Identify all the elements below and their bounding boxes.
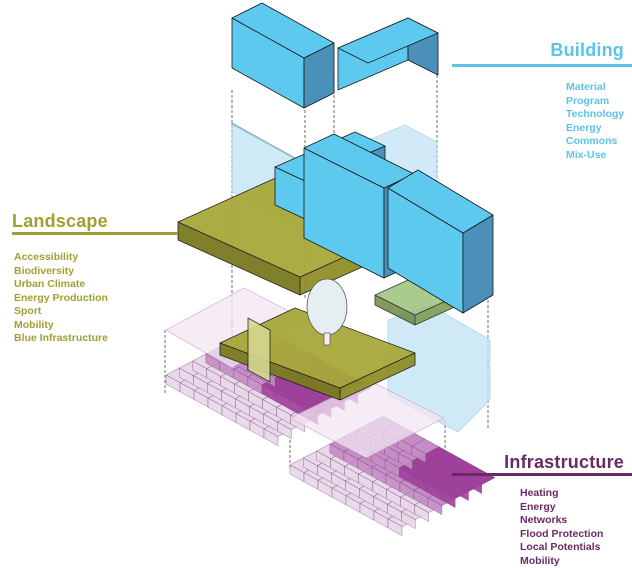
infrastructure-grid-right-cell-side (467, 476, 482, 494)
building-block-top-left-top (231, 2, 335, 59)
infrastructure-grid-right-cell-side (414, 504, 429, 522)
landscape-slab-lower-top (219, 307, 416, 389)
infrastructure-item: Local Potentials (520, 541, 601, 553)
building-item: Program (566, 94, 610, 107)
infrastructure-grid-right-cell-side (454, 483, 469, 501)
building-block-right-top (387, 169, 494, 234)
building-divider (452, 64, 632, 67)
landscape-item: Urban Climate (14, 278, 86, 290)
building-item: Commons (566, 135, 618, 147)
landscape-divider (12, 232, 178, 235)
landscape-list: Accessibility Biodiversity Urban Climate… (14, 251, 108, 346)
infrastructure-item: Mobility (520, 554, 560, 567)
infrastructure-grid-right-cell-side (441, 490, 456, 508)
infrastructure-item: Flood Protection (520, 527, 604, 540)
landscape-item: Biodiversity (14, 264, 75, 277)
landscape-item: Energy Production (14, 291, 108, 304)
building-block-top-left (231, 2, 335, 109)
infrastructure-heading: Infrastructure (504, 452, 624, 472)
building-list: Material Program Technology Energy Commo… (566, 81, 624, 162)
building-heading: Building (550, 40, 624, 60)
landscape-wall (247, 317, 271, 383)
building-block-top-right-top (337, 17, 439, 64)
landscape-item: Accessibility (14, 251, 79, 263)
infrastructure-item: Networks (520, 514, 568, 526)
infrastructure-grid-right-cell-side (387, 518, 403, 536)
building-block-right (387, 169, 494, 314)
infrastructure-list: Heating Energy Networks Flood Protection… (520, 487, 603, 568)
infrastructure-grid-right-cell-side (401, 511, 416, 529)
infrastructure-item: Heating (520, 487, 559, 499)
building-item: Energy (566, 121, 602, 134)
landscape-item: Mobility (14, 318, 54, 331)
building-block-top-right (337, 17, 439, 91)
landscape-item: Blue Infrastructure (14, 332, 108, 344)
landscape-item: Sport (14, 305, 42, 317)
tree-icon (306, 278, 348, 336)
infrastructure-grid-right-cell-side (427, 497, 443, 515)
infrastructure-divider (452, 473, 632, 476)
infrastructure-grid-left-cell-side (277, 421, 292, 439)
building-item: Mix-Use (566, 148, 607, 161)
building-layer (231, 2, 494, 314)
building-item: Technology (566, 108, 625, 120)
tree-trunk-icon (323, 332, 331, 346)
landscape-heading: Landscape (12, 211, 108, 231)
building-item: Material (566, 81, 606, 93)
infrastructure-grid-left-cell-side (263, 428, 279, 446)
infrastructure-item: Energy (520, 500, 556, 513)
